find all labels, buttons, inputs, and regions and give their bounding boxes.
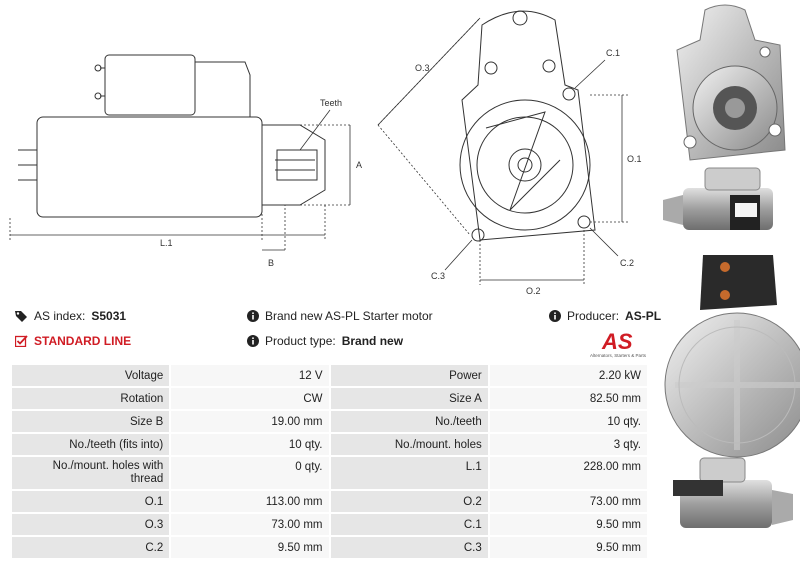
spec-label: Size B <box>12 411 170 432</box>
product-type-value: Brand new <box>341 334 404 348</box>
spec-label: C.2 <box>12 537 170 558</box>
motor-body <box>36 116 263 218</box>
label-o2: O.2 <box>526 286 541 296</box>
spec-value: 0 qty. <box>171 457 329 489</box>
spec-value: 73.00 mm <box>489 491 647 512</box>
description-text: Brand new AS-PL Starter motor <box>265 309 433 323</box>
spec-value: 9.50 mm <box>171 537 329 558</box>
photo-side-view-2 <box>673 457 793 528</box>
label-o3: O.3 <box>415 63 430 73</box>
spec-value: 10 qty. <box>171 434 329 455</box>
spec-value: 10 qty. <box>489 411 647 432</box>
spec-label: No./teeth <box>330 411 488 432</box>
spec-value: 2.20 kW <box>489 365 647 386</box>
info-circle-icon <box>247 335 259 347</box>
producer-label: Producer: <box>567 309 620 323</box>
spec-value: 19.00 mm <box>171 411 329 432</box>
front-flange <box>461 10 596 241</box>
logo-tagline: Alternators, Starters & Parts <box>589 353 647 358</box>
technical-drawing: Teeth A B L.1 O.3 C.1 O.1 C.3 C.2 O.2 <box>0 0 650 300</box>
spec-value: 82.50 mm <box>489 388 647 409</box>
spec-value: CW <box>171 388 329 409</box>
standard-line-row: STANDARD LINE <box>15 334 131 348</box>
spec-value: 228.00 mm <box>489 457 647 489</box>
label-c3: C.3 <box>431 271 445 281</box>
spec-label: C.1 <box>330 514 488 535</box>
label-b: B <box>268 258 274 268</box>
spec-label: No./teeth (fits into) <box>12 434 170 455</box>
standard-line-label: STANDARD LINE <box>34 334 132 348</box>
label-l1: L.1 <box>160 238 173 248</box>
spec-value: 113.00 mm <box>171 491 329 512</box>
spec-label: O.1 <box>12 491 170 512</box>
label-c2: C.2 <box>620 258 634 268</box>
as-index-label: AS index: <box>34 309 86 323</box>
photo-rear-view <box>664 255 800 458</box>
spec-label: O.2 <box>330 491 488 512</box>
logo-mark: AS <box>601 329 633 353</box>
photo-front-view <box>676 4 786 161</box>
product-type-label: Product type: <box>265 334 336 348</box>
product-photos <box>655 0 800 569</box>
label-o1: O.1 <box>627 154 642 164</box>
spec-value: 9.50 mm <box>489 537 647 558</box>
spec-value: 9.50 mm <box>489 514 647 535</box>
spec-label: Power <box>330 365 488 386</box>
info-circle-icon <box>549 310 561 322</box>
photo-side-view <box>663 167 773 230</box>
checkbox-icon <box>15 335 28 347</box>
product-type-row: Product type: Brand new <box>247 334 403 348</box>
info-circle-icon <box>247 310 259 322</box>
table-row: No./teeth (fits into)10 qty.No./mount. h… <box>12 434 647 455</box>
description-row: Brand new AS-PL Starter motor <box>247 309 433 323</box>
label-teeth: Teeth <box>320 98 342 108</box>
producer-value: AS-PL <box>625 309 662 323</box>
spec-label: C.3 <box>330 537 488 558</box>
spec-label: L.1 <box>330 457 488 489</box>
spec-label: No./mount. holes with thread <box>12 457 170 489</box>
spec-label: Size A <box>330 388 488 409</box>
spec-label: Voltage <box>12 365 170 386</box>
solenoid <box>104 54 196 116</box>
label-a: A <box>356 160 362 170</box>
as-pl-logo: AS Alternators, Starters & Parts <box>584 327 652 359</box>
spec-value: 3 qty. <box>489 434 647 455</box>
spec-label: Rotation <box>12 388 170 409</box>
label-c1: C.1 <box>606 48 620 58</box>
as-index-value: S5031 <box>91 309 127 323</box>
producer-row: Producer: AS-PL <box>549 309 661 323</box>
tag-icon <box>15 311 27 322</box>
spec-label: O.3 <box>12 514 170 535</box>
spec-label: No./mount. holes <box>330 434 488 455</box>
as-index-row: AS index: S5031 <box>15 309 126 323</box>
spec-value: 12 V <box>171 365 329 386</box>
spec-value: 73.00 mm <box>171 514 329 535</box>
